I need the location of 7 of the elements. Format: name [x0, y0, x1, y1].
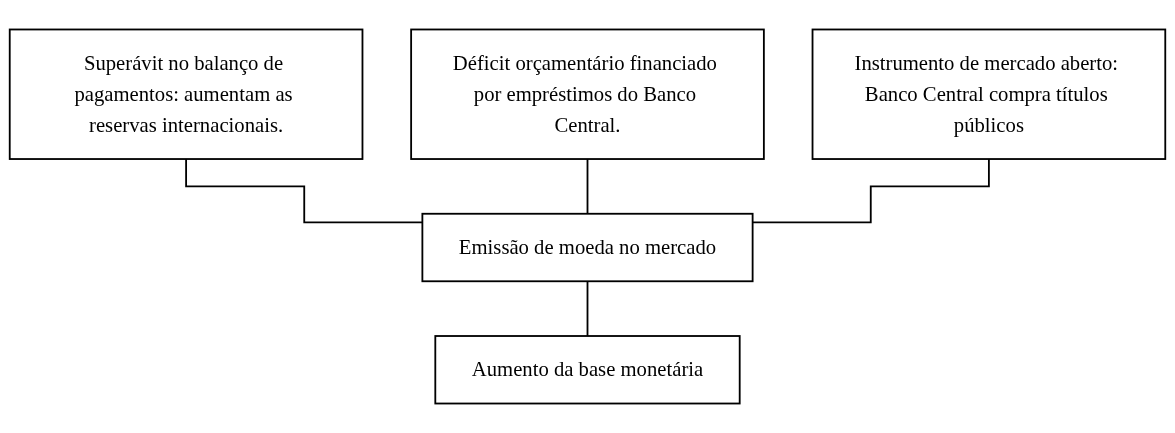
connector [586, 158, 589, 215]
connector [586, 280, 589, 337]
node-box: Superávit no balanço de pagamentos: aumentam as reservas internacionais. [8, 28, 364, 160]
node-box: Instrumento de mercado aberto: Banco Central compra títulos públicos [811, 28, 1167, 160]
node-box: Déficit orçamentário financiado por empréstimos do Banco Central. [410, 28, 765, 160]
node-box: Aumento da base monetária [434, 335, 741, 405]
node-box: Emissão de moeda no mercado [421, 212, 754, 283]
